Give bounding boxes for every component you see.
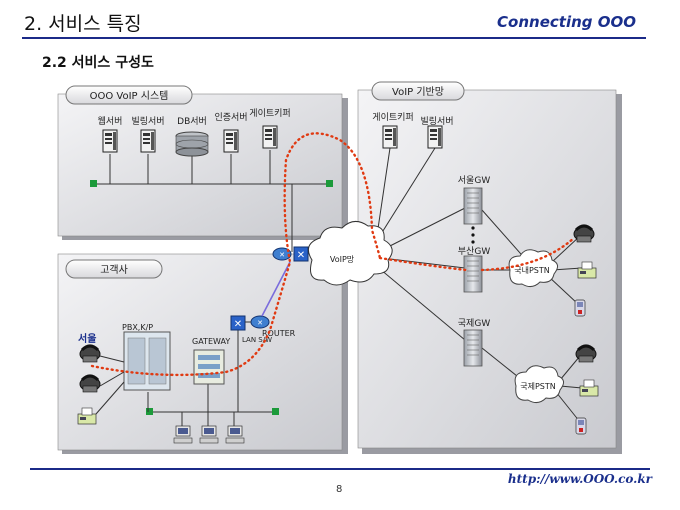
backbone-billing-server-icon xyxy=(427,125,443,149)
domestic-pstn-cloud xyxy=(508,249,558,288)
backbone-links xyxy=(373,147,583,423)
backbone-billing-label: 빌링서버 xyxy=(420,115,453,127)
intl-gw-label: 국제GW xyxy=(458,318,491,329)
intl-gw-icon xyxy=(463,329,483,367)
pc-icon-3 xyxy=(225,425,245,444)
intl-pstn-label: 국제PSTN xyxy=(520,382,556,391)
system-panel xyxy=(57,93,348,240)
auth-server-label: 인증서버 xyxy=(214,112,247,123)
web-server-label: 웹서버 xyxy=(98,116,123,127)
core-switch-icon: ✕ xyxy=(293,246,309,262)
gatekeeper-server-icon xyxy=(262,125,278,149)
backbone-panel-title: VoIP 기반망 xyxy=(392,86,444,98)
gateway-device-icon xyxy=(193,349,225,385)
gatekeeper-server-label: 게이트키퍼 xyxy=(249,108,290,119)
seoul-gw-icon xyxy=(463,187,483,225)
system-panel-title-pill: OOO VoIP 시스템 xyxy=(65,85,193,105)
more-gateways-ellipsis xyxy=(471,226,475,244)
svg-text:✕: ✕ xyxy=(279,251,285,259)
billing-server-label: 빌링서버 xyxy=(131,115,164,127)
seoul-gw-label: 서울GW xyxy=(458,175,491,186)
system-bus xyxy=(90,150,333,187)
customer-lan-bus xyxy=(146,330,279,426)
lan-switch-label: LAN S/W xyxy=(242,336,272,344)
lan-switch-icon: ✕ xyxy=(230,315,246,331)
section-title: 2. 서비스 특징 xyxy=(24,13,142,35)
customer-phone-icon-1 xyxy=(78,344,102,364)
call-path xyxy=(90,132,576,377)
billing-server-icon xyxy=(140,129,156,153)
domestic-pstn-label: 국내PSTN xyxy=(514,266,550,275)
domestic-mobile-icon xyxy=(574,299,586,317)
page-number: 8 xyxy=(336,484,343,495)
backbone-gatekeeper-icon xyxy=(382,125,398,149)
intl-mobile-icon xyxy=(575,417,587,435)
footer-url[interactable]: http://www.OOO.co.kr xyxy=(507,472,652,486)
busan-gw-icon xyxy=(463,255,483,293)
backbone-gatekeeper-label: 게이트키퍼 xyxy=(372,112,413,123)
router-icon: ✕ xyxy=(250,315,270,329)
router-label: ROUTER xyxy=(262,329,296,338)
db-server-label: DB서버 xyxy=(177,116,207,127)
customer-phone-icon-2 xyxy=(78,374,102,394)
system-panel-title: OOO VoIP 시스템 xyxy=(90,90,169,102)
pc-icon-1 xyxy=(173,425,193,444)
backbone-panel-title-pill: VoIP 기반망 xyxy=(371,81,465,101)
svg-text:✕: ✕ xyxy=(297,250,305,261)
gateway-label: GATEWAY xyxy=(192,337,230,346)
customer-panel-title: 고객사 xyxy=(100,264,128,276)
pbx-icon xyxy=(123,331,171,391)
web-server-icon xyxy=(102,129,118,153)
router-uplink xyxy=(261,261,291,317)
pc-icon-2 xyxy=(199,425,219,444)
intl-phone-icon xyxy=(574,344,598,364)
core-router-icon: ✕ xyxy=(272,247,292,261)
svg-text:✕: ✕ xyxy=(234,319,242,330)
customer-panel-title-pill: 고객사 xyxy=(65,259,163,279)
voip-network-cloud xyxy=(307,221,393,286)
voip-cloud-label: VoIP망 xyxy=(330,254,355,264)
header-divider xyxy=(22,37,646,39)
brand-logo-text: Connecting OOO xyxy=(497,13,636,31)
site-label: 서울 xyxy=(78,332,96,345)
footer-divider xyxy=(30,468,650,470)
domestic-phone-icon xyxy=(572,224,596,244)
intl-pstn-cloud xyxy=(514,365,564,404)
busan-gw-label: 부산GW xyxy=(458,246,491,257)
db-server-icon xyxy=(175,131,209,157)
svg-text:✕: ✕ xyxy=(257,319,263,327)
customer-phone-links xyxy=(95,355,125,415)
auth-server-icon xyxy=(223,129,239,153)
subsection-title: 2.2 서비스 구성도 xyxy=(42,55,154,71)
pbx-label: PBX,K/P xyxy=(122,323,153,332)
